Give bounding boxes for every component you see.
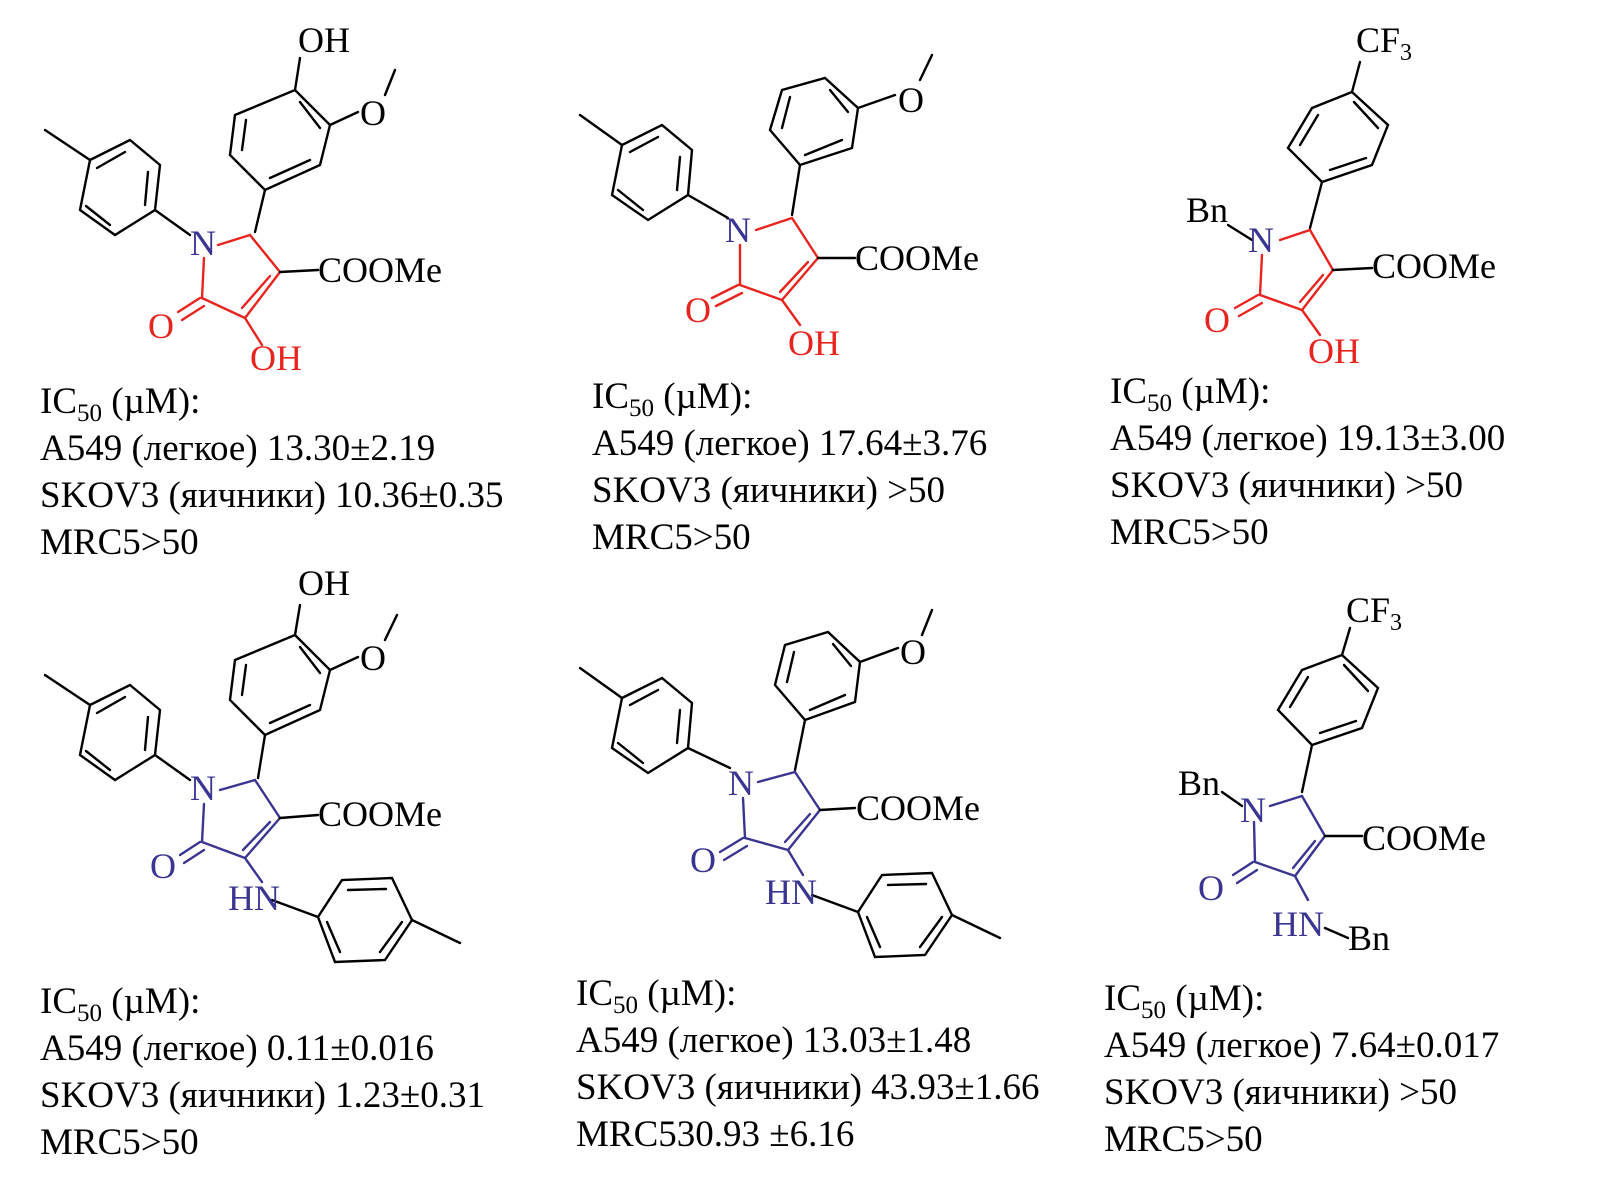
- tolyl-ring: [43, 673, 192, 782]
- enol-hydroxy-label: OH: [250, 338, 302, 378]
- nitrogen-label: N: [1240, 790, 1266, 830]
- aryl-ring: [768, 53, 934, 217]
- tolyl-ring: [578, 666, 732, 775]
- ic50-a549: A549 (легкое) 13.03±1.48: [576, 1020, 972, 1061]
- ic50-skov3: SKOV3 (яичники) >50: [1110, 465, 1464, 506]
- compound-2-structure: O N COOMe O OH: [578, 53, 979, 363]
- ic50-header: IC50 (µM):: [1110, 371, 1271, 417]
- aniline-ring: [270, 876, 462, 964]
- bn-bond: [1226, 223, 1254, 242]
- compound-4: OH O N COOMe O HN IC50 (µM): A549 (легко…: [0, 560, 540, 1200]
- ester-label: COOMe: [318, 250, 442, 290]
- amino-nh-label: HN: [1272, 904, 1324, 944]
- carbonyl-oxygen-label: O: [685, 290, 711, 330]
- aryl-ring: [1276, 626, 1380, 794]
- pyrrolinone-core: [178, 778, 320, 884]
- ic50-skov3: SKOV3 (яичники) >50: [592, 470, 946, 511]
- ic50-block-5: IC50 (µM): A549 (легкое) 13.03±1.48 SKOV…: [576, 970, 1040, 1158]
- ic50-a549: A549 (легкое) 17.64±3.76: [592, 423, 988, 464]
- ic50-skov3: SKOV3 (яичники) 10.36±0.35: [40, 475, 504, 516]
- ester-label: COOMe: [1372, 246, 1496, 286]
- aryl-ring: [228, 56, 397, 234]
- compound-5-structure: O N COOMe O HN: [578, 608, 1002, 959]
- amino-nh-label: HN: [765, 872, 817, 912]
- ic50-header: IC50 (µM):: [1104, 978, 1265, 1024]
- amino-benzyl-label: Bn: [1348, 918, 1390, 958]
- carbonyl-oxygen-label: O: [690, 840, 716, 880]
- ic50-header: IC50 (µM):: [576, 973, 737, 1019]
- nitrogen-label: N: [190, 768, 216, 808]
- ic50-block-2: IC50 (µM): A549 (легкое) 17.64±3.76 SKOV…: [592, 373, 987, 561]
- enol-hydroxy-label: OH: [1308, 331, 1360, 371]
- nitrogen-label: N: [725, 210, 751, 250]
- compound-6-structure: CF3 Bn N COOMe O HN Bn: [1178, 590, 1486, 958]
- bn-bond: [1220, 790, 1244, 808]
- aniline-ring: [810, 871, 1002, 959]
- compound-4-structure: OH O N COOMe O HN: [43, 563, 462, 964]
- hydroxy-label: OH: [298, 20, 350, 60]
- methoxy-oxygen-label: O: [900, 632, 926, 672]
- nitrogen-label: N: [1248, 220, 1274, 260]
- ic50-block-6: IC50 (µM): A549 (легкое) 7.64±0.017 SKOV…: [1104, 975, 1499, 1163]
- ester-label: COOMe: [318, 794, 442, 834]
- ic50-block-3: IC50 (µM): A549 (легкое) 19.13±3.00 SKOV…: [1110, 368, 1505, 556]
- nitrogen-label: N: [190, 223, 216, 263]
- compound-3: CF3 Bn N COOMe O OH IC50 (µM): A549 (лег…: [1090, 0, 1610, 600]
- ic50-mrc5: MRC5>50: [40, 522, 199, 563]
- ic50-a549: A549 (легкое) 13.30±2.19: [40, 428, 436, 469]
- ic50-block-1: IC50 (µM): A549 (легкое) 13.30±2.19 SKOV…: [40, 378, 504, 566]
- ic50-a549: A549 (легкое) 19.13±3.00: [1110, 418, 1506, 459]
- ic50-mrc5: MRC530.93 ±6.16: [576, 1114, 855, 1155]
- methoxy-oxygen-label: O: [360, 638, 386, 678]
- carbonyl-oxygen-label: O: [150, 846, 176, 886]
- carbonyl-oxygen-label: O: [1198, 868, 1224, 908]
- ic50-a549: A549 (легкое) 0.11±0.016: [40, 1028, 434, 1069]
- cf3-label: CF3: [1346, 590, 1402, 636]
- ic50-header: IC50 (µM):: [40, 381, 201, 427]
- nitrogen-label: N: [728, 763, 754, 803]
- pyrrolinone-core: [1231, 794, 1364, 940]
- pyrrolinone-core: [1233, 228, 1374, 337]
- benzyl-label: Bn: [1178, 763, 1220, 803]
- methoxy-oxygen-label: O: [898, 80, 924, 120]
- ic50-skov3: SKOV3 (яичники) >50: [1104, 1072, 1458, 1113]
- ic50-mrc5: MRC5>50: [592, 517, 751, 558]
- ester-label: COOMe: [1362, 818, 1486, 858]
- compound-6: CF3 Bn N COOMe O HN Bn IC50 (µM): A549 (…: [1090, 560, 1610, 1200]
- compound-2: O N COOMe O OH IC50 (µM): A549 (легкое) …: [560, 0, 1080, 600]
- ic50-block-4: IC50 (µM): A549 (легкое) 0.11±0.016 SKOV…: [40, 978, 485, 1166]
- amino-nh-label: HN: [228, 878, 280, 918]
- pyrrolinone-core: [176, 233, 320, 347]
- ic50-skov3: SKOV3 (яичники) 43.93±1.66: [576, 1067, 1040, 1108]
- ic50-mrc5: MRC5>50: [1110, 512, 1269, 553]
- pyrrolinone-core: [710, 216, 857, 327]
- compound-3-structure: CF3 Bn N COOMe O OH: [1186, 20, 1496, 371]
- tolyl-ring: [43, 128, 192, 237]
- hydroxy-label: OH: [298, 563, 350, 603]
- carbonyl-oxygen-label: O: [148, 306, 174, 346]
- ic50-header: IC50 (µM):: [40, 981, 201, 1027]
- ic50-skov3: SKOV3 (яичники) 1.23±0.31: [40, 1075, 485, 1116]
- ester-label: COOMe: [855, 238, 979, 278]
- benzyl-label: Bn: [1186, 190, 1228, 230]
- ic50-mrc5: MRC5>50: [1104, 1119, 1263, 1160]
- carbonyl-oxygen-label: O: [1204, 300, 1230, 340]
- tolyl-ring: [578, 113, 730, 222]
- aryl-ring: [773, 608, 934, 772]
- methoxy-oxygen-label: O: [360, 93, 386, 133]
- ester-label: COOMe: [856, 788, 980, 828]
- compound-1: OH O N COOMe O OH IC50 (µM): A549 (легко…: [0, 0, 540, 600]
- ic50-mrc5: MRC5>50: [40, 1122, 199, 1163]
- compound-1-structure: OH O N COOMe O OH: [43, 20, 442, 378]
- pyrrolinone-core: [718, 770, 857, 877]
- aryl-ring: [1286, 60, 1390, 230]
- compound-5: O N COOMe O HN IC50 (µM): A549 (легкое) …: [560, 560, 1080, 1200]
- ic50-a549: A549 (легкое) 7.64±0.017: [1104, 1025, 1500, 1066]
- enol-hydroxy-label: OH: [788, 323, 840, 363]
- aryl-ring: [228, 603, 399, 780]
- ic50-header: IC50 (µM):: [592, 376, 753, 422]
- cf3-label: CF3: [1356, 20, 1412, 66]
